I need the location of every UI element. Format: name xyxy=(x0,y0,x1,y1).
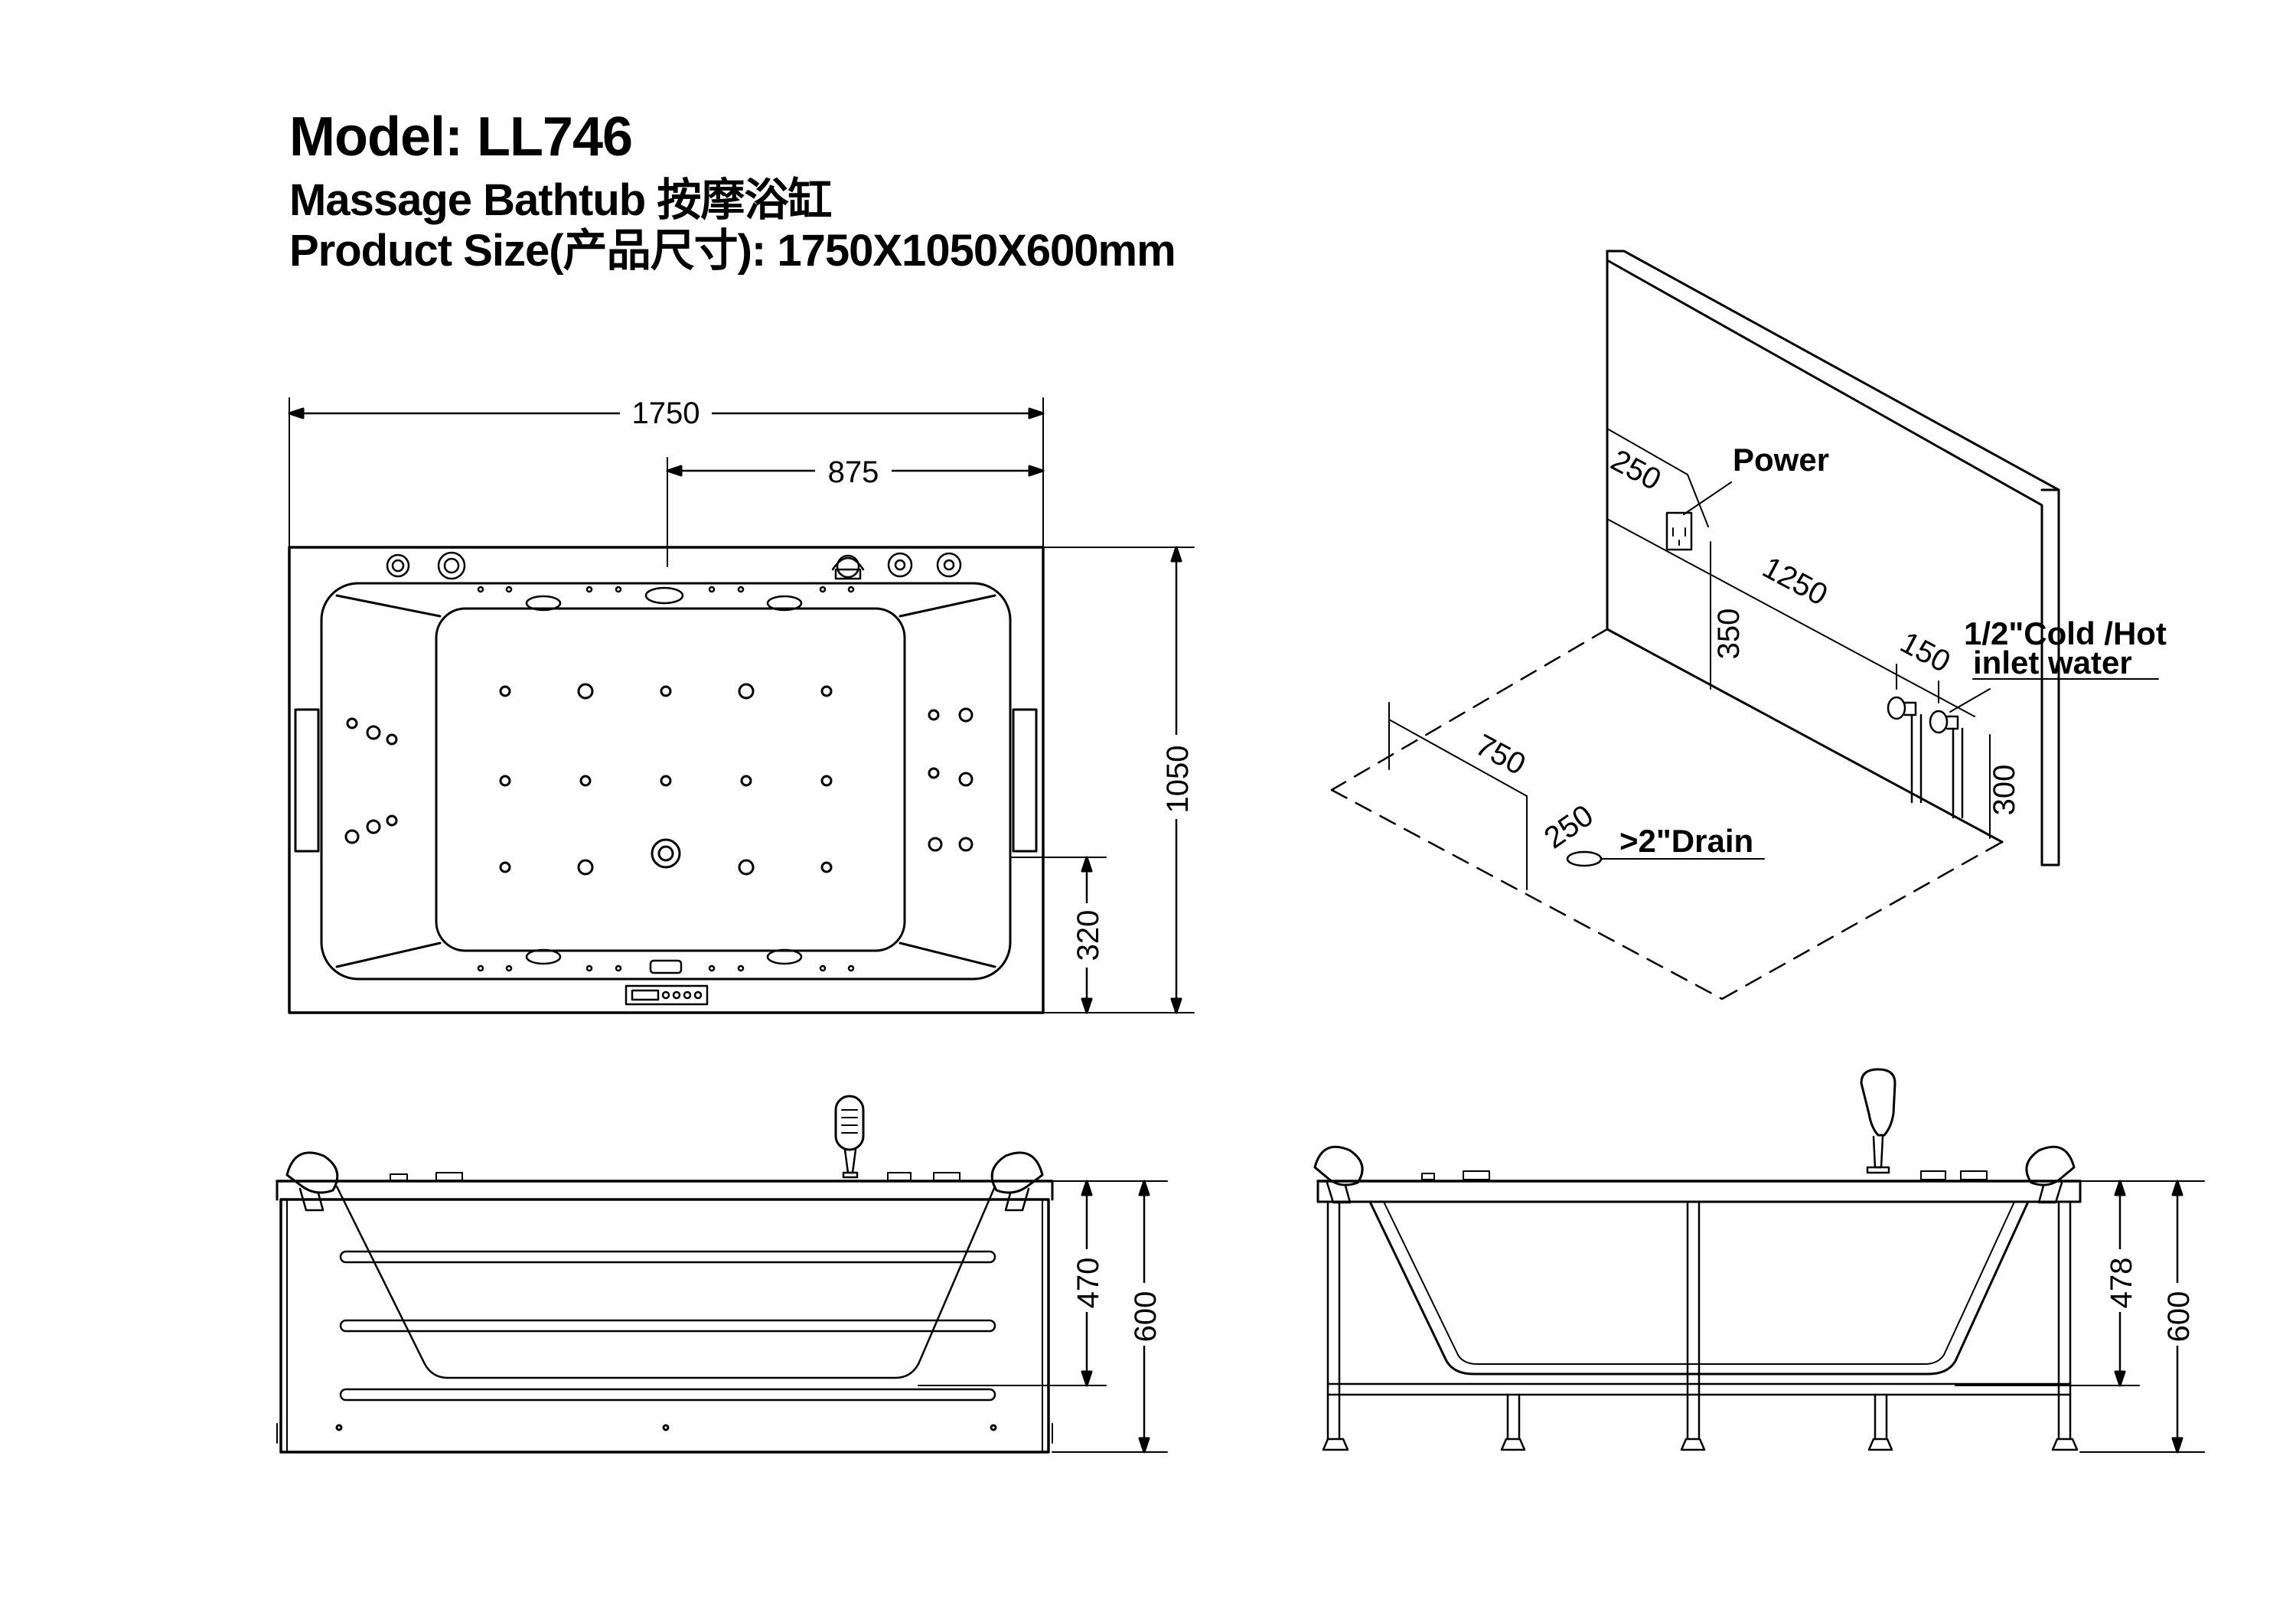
dim-width: 1050 xyxy=(1161,746,1195,814)
handle-left xyxy=(294,708,320,853)
power-socket xyxy=(1665,511,1693,551)
headrest-left xyxy=(285,1151,339,1194)
dim-socket-height: 350 xyxy=(1712,609,1746,660)
side-jets xyxy=(344,707,974,852)
tub-outer-rim xyxy=(288,546,1045,1014)
side-dim-total-height: 600 xyxy=(2162,1291,2196,1343)
headrest-right xyxy=(990,1151,1044,1194)
power-label: Power xyxy=(1733,442,1829,478)
dim-inlet-spacing: 150 xyxy=(1895,625,1956,679)
drain-hole xyxy=(1566,850,1603,867)
model-title: Model: LL746 xyxy=(289,106,633,168)
drain-label: >2"Drain xyxy=(1619,823,1753,859)
water-inlets xyxy=(1887,696,1964,819)
dim-drain-offset: 250 xyxy=(1538,798,1600,855)
front-rails xyxy=(339,1250,996,1402)
handle-right xyxy=(1012,708,1038,853)
dim-power-height: 250 xyxy=(1606,443,1667,497)
dim-length: 1750 xyxy=(632,397,700,430)
side-handset xyxy=(1860,1068,1896,1137)
dim-drain-distance: 750 xyxy=(1470,728,1531,782)
side-dim-inner-depth: 478 xyxy=(2105,1258,2138,1309)
control-panel xyxy=(625,984,709,1006)
installation-view: 250 Power 350 1250 150 xyxy=(1330,250,2167,1000)
front-panel xyxy=(279,1198,1050,1454)
inlet-label-line1: 1/2"Cold /Hot xyxy=(1964,615,2167,651)
floor-jets xyxy=(499,683,833,876)
front-dim-total-height: 600 xyxy=(1129,1291,1163,1343)
tub-floor xyxy=(435,607,906,952)
dim-offset: 320 xyxy=(1071,910,1105,961)
frame-feet xyxy=(1322,1438,2079,1451)
tub-basin xyxy=(320,582,1012,981)
hand-shower xyxy=(834,1095,865,1151)
rim-fittings xyxy=(386,551,962,1006)
inlet-label-line2: inlet water xyxy=(1973,645,2132,680)
dim-half-length: 875 xyxy=(828,455,879,489)
dim-inlet-height: 300 xyxy=(1988,765,2021,816)
side-view: 478 600 xyxy=(1313,1068,2205,1454)
dim-wall-width: 1250 xyxy=(1757,550,1833,612)
top-view: 1750 875 xyxy=(288,389,1195,1014)
product-name: Massage Bathtub 按摩浴缸 xyxy=(289,175,832,225)
front-view: 470 600 xyxy=(276,1095,1168,1454)
front-dim-inner-depth: 470 xyxy=(1071,1258,1105,1309)
product-size: Product Size(产品尺寸): 1750X1050X600mm xyxy=(289,226,1176,276)
